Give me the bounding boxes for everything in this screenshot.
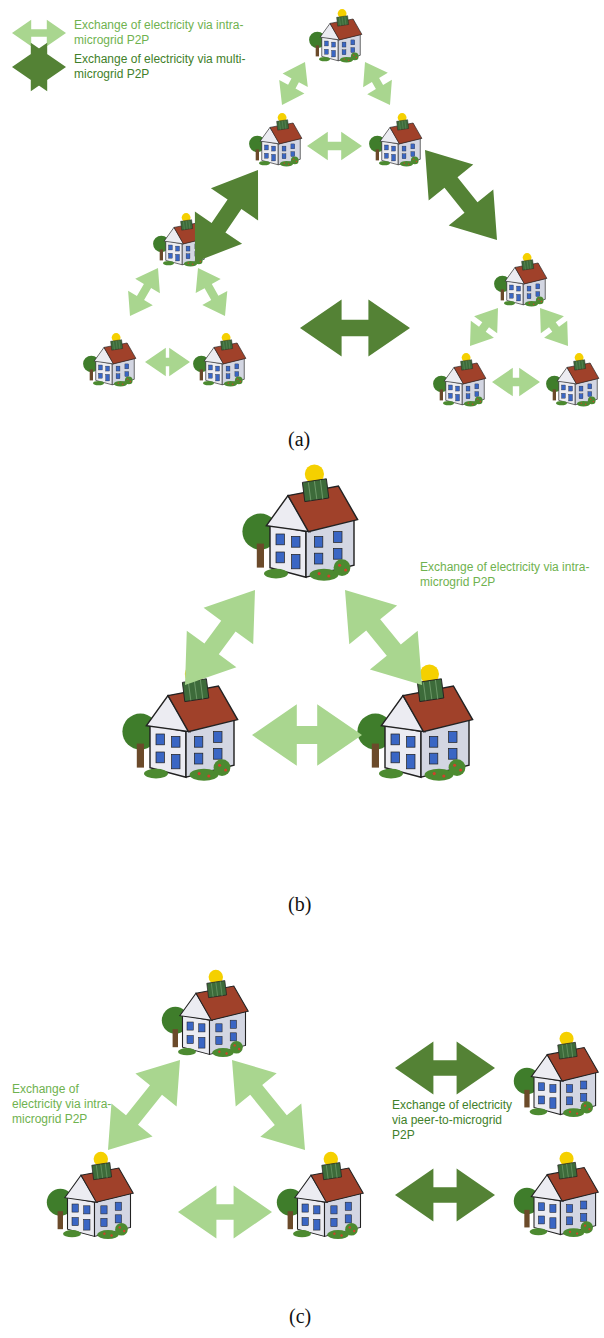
exchange-arrow: [540, 308, 568, 346]
exchange-arrow: [196, 268, 228, 316]
exchange-arrow: [128, 268, 160, 316]
exchange-arrow: [425, 150, 497, 240]
exchange-arrow: [470, 308, 498, 346]
exchange-arrow: [492, 368, 540, 397]
exchange-arrow: [108, 1060, 180, 1150]
panel-caption: (b): [288, 893, 311, 916]
exchange-arrow: [232, 1060, 305, 1150]
exchange-arrow: [12, 43, 66, 91]
arrow-label: Exchange of electricity via peer-to-micr…: [392, 1098, 522, 1143]
panel-caption: (a): [288, 428, 310, 451]
exchange-arrow: [145, 348, 190, 377]
arrow-label: Exchange of electricity via intra-microg…: [12, 1082, 132, 1127]
exchange-arrow: [12, 20, 66, 46]
exchange-arrow: [252, 704, 362, 766]
panel-caption: (c): [289, 1305, 311, 1328]
exchange-arrow: [185, 590, 255, 685]
exchange-arrow: [300, 299, 410, 356]
legend-text: Exchange of electricity via intra-microg…: [74, 18, 264, 48]
exchange-arrow: [363, 62, 392, 105]
exchange-arrow: [307, 132, 362, 161]
exchange-arrow: [178, 1186, 272, 1239]
exchange-arrow: [279, 62, 308, 105]
arrow-label: Exchange of electricity via intra-microg…: [420, 560, 590, 590]
exchange-arrow: [395, 1042, 495, 1095]
legend-text: Exchange of electricity via multi-microg…: [74, 52, 264, 82]
exchange-arrow: [195, 170, 258, 262]
exchange-arrow: [395, 1169, 495, 1222]
exchange-arrow: [345, 590, 422, 685]
